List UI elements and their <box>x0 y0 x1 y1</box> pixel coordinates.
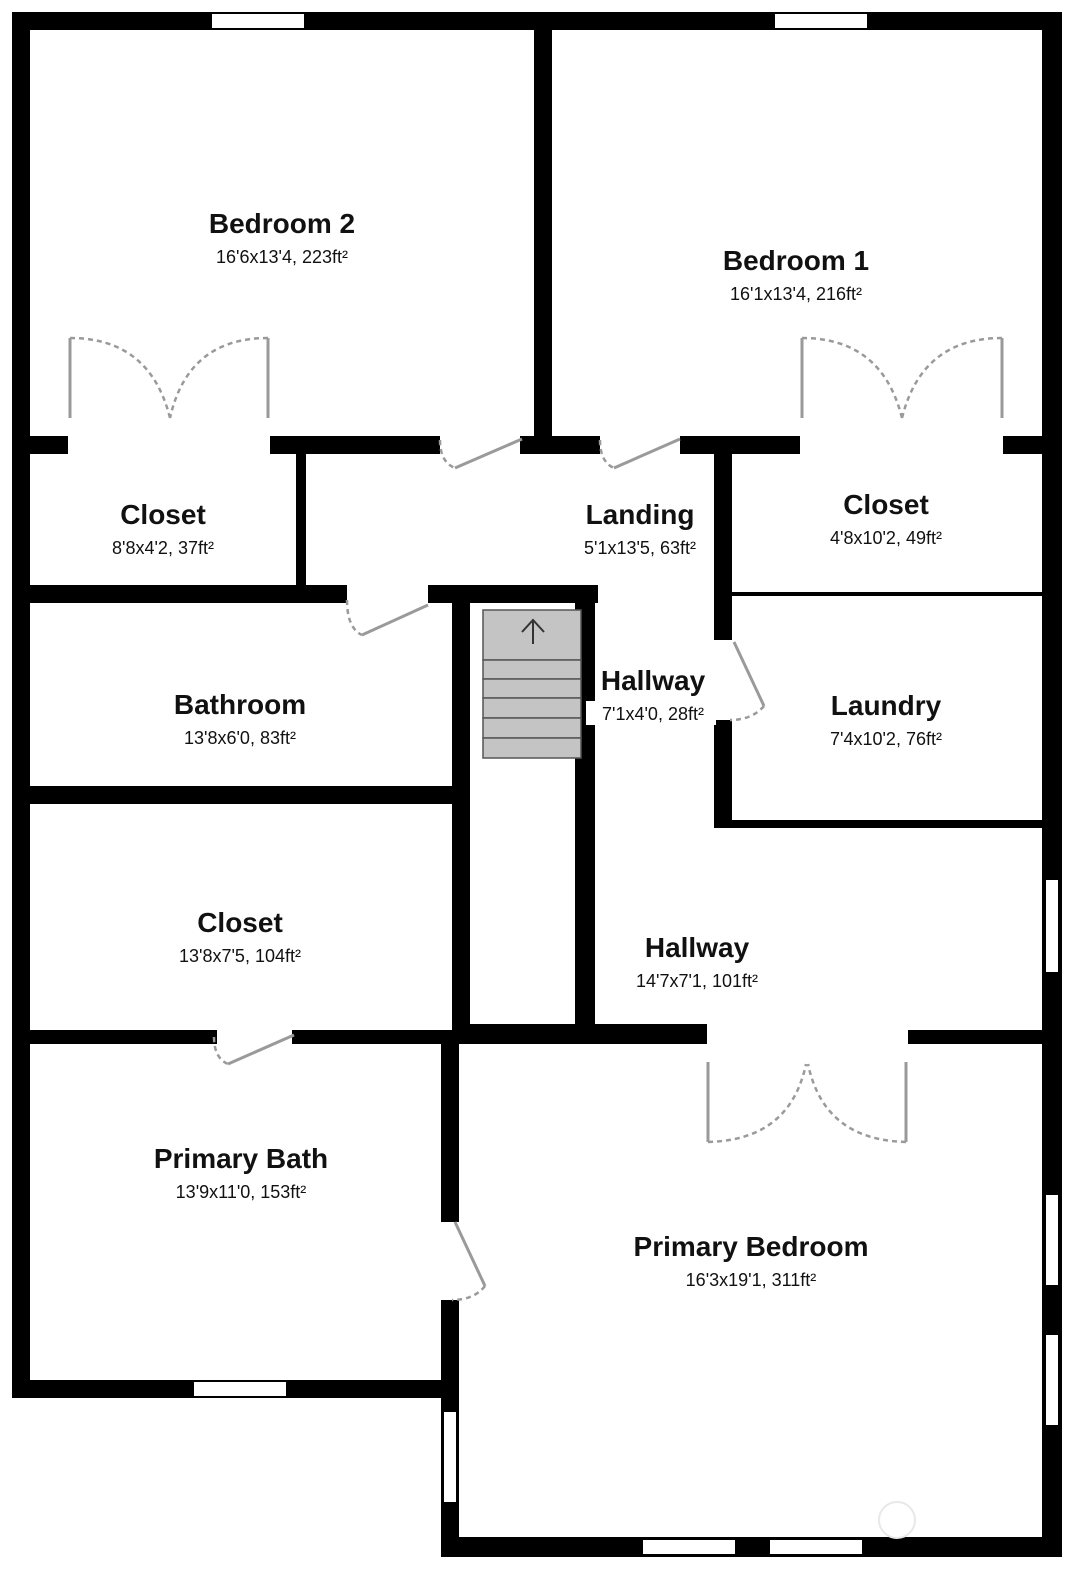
hallway-label-background <box>586 701 716 725</box>
stair-step <box>482 737 582 759</box>
door-swing <box>168 336 269 419</box>
wall <box>292 1030 457 1044</box>
window <box>643 1540 735 1554</box>
windows <box>194 14 1058 1554</box>
wall <box>441 1036 459 1222</box>
wall <box>428 585 598 603</box>
watermark-icon <box>878 1501 916 1539</box>
wall <box>12 585 347 603</box>
room-name-bathroom: Bathroom <box>174 689 306 720</box>
door-swing <box>69 336 172 419</box>
room-dims-primary-bath: 13'9x11'0, 153ft² <box>176 1182 307 1202</box>
room-name-laundry: Laundry <box>831 690 942 721</box>
door-swing <box>212 1036 229 1066</box>
room-dims-landing: 5'1x13'5, 63ft² <box>584 538 696 558</box>
wall <box>724 592 1054 596</box>
stair-step <box>482 717 582 739</box>
door-swing <box>900 336 1003 419</box>
staircase <box>482 609 582 759</box>
wall <box>680 436 800 454</box>
room-dims-primary-bedroom: 16'3x19'1, 311ft² <box>686 1270 817 1290</box>
door-swing <box>729 705 765 722</box>
room-name-closet-left: Closet <box>120 499 206 530</box>
room-labels: Bedroom 2 16'6x13'4, 223ft² Bedroom 1 16… <box>112 208 942 1290</box>
stair-step <box>482 678 582 699</box>
window <box>770 1540 862 1554</box>
room-name-hallway-large: Hallway <box>645 932 750 963</box>
wall <box>714 720 732 826</box>
window <box>775 14 867 28</box>
window <box>194 1382 286 1396</box>
wall <box>520 436 600 454</box>
wall <box>296 446 306 588</box>
wall <box>270 436 440 454</box>
room-dims-bedroom-2: 16'6x13'4, 223ft² <box>216 247 348 267</box>
wall <box>1003 436 1053 454</box>
wall <box>12 436 68 454</box>
room-dims-closet-left: 8'8x4'2, 37ft² <box>112 538 214 558</box>
window <box>444 1412 456 1502</box>
room-dims-laundry: 7'4x10'2, 76ft² <box>830 729 942 749</box>
stair-step <box>482 697 582 719</box>
door-swing <box>451 1285 486 1302</box>
doors <box>68 336 1004 1302</box>
wall <box>12 1030 217 1044</box>
door-leaf <box>453 1221 487 1287</box>
room-name-closet-right: Closet <box>843 489 929 520</box>
room-dims-closet-right: 4'8x10'2, 49ft² <box>830 528 942 548</box>
window <box>1046 1195 1058 1285</box>
door-swing <box>345 599 363 637</box>
wall <box>441 1300 459 1398</box>
room-name-hallway-small: Hallway <box>601 665 706 696</box>
room-dims-hallway-small: 7'1x4'0, 28ft² <box>602 704 704 724</box>
wall <box>1042 12 1062 1557</box>
room-dims-bedroom-1: 16'1x13'4, 216ft² <box>730 284 862 304</box>
room-name-bedroom-1: Bedroom 1 <box>723 245 869 276</box>
wall <box>534 12 552 442</box>
wall <box>714 820 1062 828</box>
window <box>212 14 304 28</box>
door-leaf <box>732 641 766 707</box>
walls <box>12 12 1062 1557</box>
room-name-primary-bedroom: Primary Bedroom <box>634 1231 869 1262</box>
wall <box>12 12 30 1397</box>
door-swing <box>438 439 456 470</box>
stair-step <box>482 659 582 680</box>
room-name-landing: Landing <box>586 499 695 530</box>
window <box>1046 880 1058 972</box>
room-name-closet-middle: Closet <box>197 907 283 938</box>
door-swing <box>707 1063 808 1144</box>
door-swing <box>801 336 904 419</box>
wall <box>441 1537 1062 1557</box>
room-name-bedroom-2: Bedroom 2 <box>209 208 355 239</box>
wall <box>452 1024 707 1044</box>
door-swing <box>598 439 615 470</box>
room-dims-hallway-large: 14'7x7'1, 101ft² <box>636 971 758 991</box>
wall <box>908 1030 1062 1044</box>
door-leaf <box>361 603 429 637</box>
door-leaf <box>613 437 681 470</box>
room-dims-closet-middle: 13'8x7'5, 104ft² <box>179 946 301 966</box>
room-name-primary-bath: Primary Bath <box>154 1143 328 1174</box>
room-dims-bathroom: 13'8x6'0, 83ft² <box>184 728 296 748</box>
door-leaf <box>227 1033 295 1066</box>
arrow-up-icon <box>521 618 545 644</box>
wall <box>714 444 732 640</box>
door-swing <box>806 1063 907 1144</box>
door-leaf <box>454 437 523 470</box>
wall <box>12 786 462 804</box>
wall <box>452 598 470 1038</box>
window <box>1046 1335 1058 1425</box>
